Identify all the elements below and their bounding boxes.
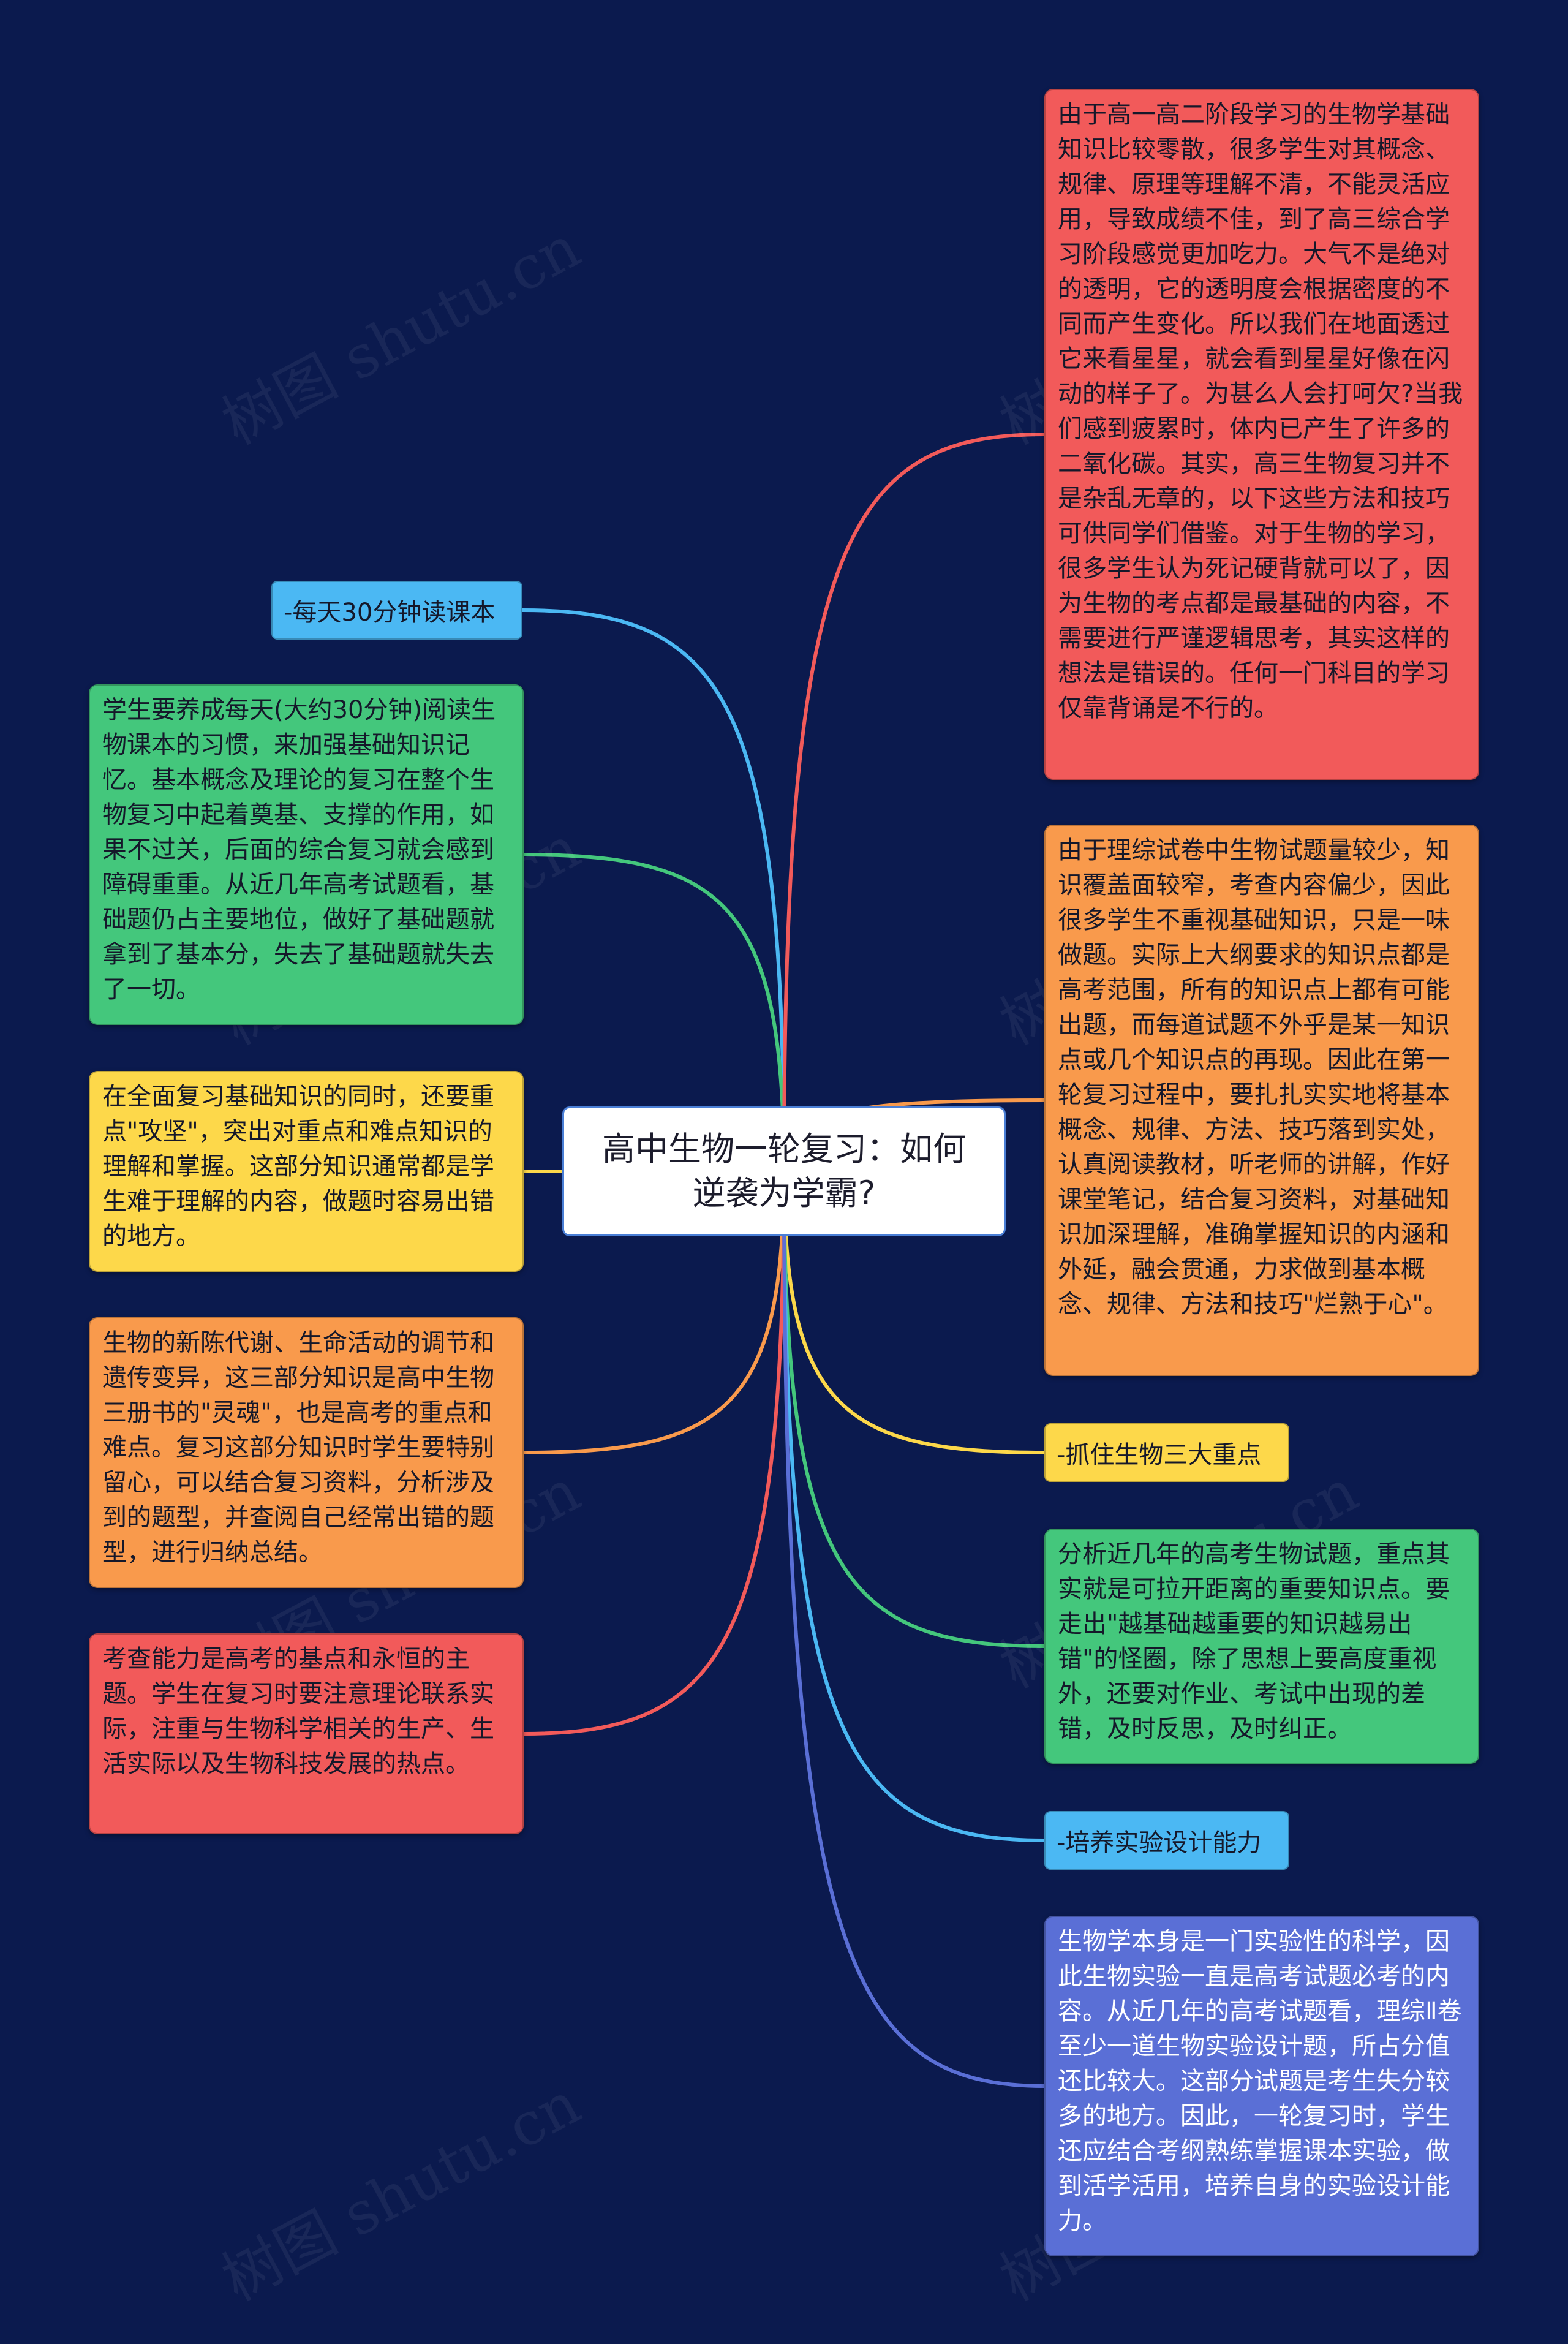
node-exam-analysis[interactable]: 分析近几年的高考生物试题，重点其实就是可拉开距离的重要知识点。要走出"越基础越重… xyxy=(1044,1529,1479,1764)
connector-r1 xyxy=(782,433,1046,1173)
node-three-core-topics[interactable]: 生物的新陈代谢、生命活动的调节和遗传变异，这三部分知识是高中生物三册书的"灵魂"… xyxy=(89,1317,524,1588)
central-topic[interactable]: 高中生物一轮复习：如何逆袭为学霸? xyxy=(562,1106,1006,1236)
connector-r5 xyxy=(782,1170,1046,1842)
node-three-core-topics-text: 生物的新陈代谢、生命活动的调节和遗传变异，这三部分知识是高中生物三册书的"灵魂"… xyxy=(102,1329,494,1567)
branch-three-key-points-text: -抓住生物三大重点 xyxy=(1057,1441,1262,1469)
node-ability-assessment-text: 考查能力是高考的基点和永恒的主题。学生在复习时要注意理论联系实际，注重与生物科学… xyxy=(102,1645,494,1778)
branch-three-key-points[interactable]: -抓住生物三大重点 xyxy=(1044,1423,1289,1482)
node-experiment-skills-text: 生物学本身是一门实验性的科学，因此生物实验一直是高考试题必考的内容。从近几年的高… xyxy=(1058,1927,1462,2235)
node-key-difficult-points[interactable]: 在全面复习基础知识的同时，还要重点"攻坚"，突出对重点和难点知识的理解和掌握。这… xyxy=(89,1071,524,1272)
connector-l4 xyxy=(522,1170,786,1454)
connector-l1 xyxy=(521,608,786,1173)
node-exam-analysis-text: 分析近几年的高考生物试题，重点其实就是可拉开距离的重要知识点。要走出"越基础越重… xyxy=(1058,1540,1450,1743)
central-topic-text: 高中生物一轮复习：如何逆袭为学霸? xyxy=(602,1130,966,1212)
branch-experiment-design[interactable]: -培养实验设计能力 xyxy=(1044,1811,1289,1870)
branch-daily-reading[interactable]: -每天30分钟读课本 xyxy=(271,581,522,640)
connector-r3 xyxy=(782,1170,1046,1454)
connector-r4 xyxy=(782,1170,1046,1648)
node-review-intro-text: 由于高一高二阶段学习的生物学基础知识比较零散，很多学生对其概念、规律、原理等理解… xyxy=(1058,100,1463,722)
node-experiment-skills[interactable]: 生物学本身是一门实验性的科学，因此生物实验一直是高考试题必考的内容。从近几年的高… xyxy=(1044,1916,1479,2256)
connector-r6 xyxy=(782,1170,1046,2088)
connector-l5 xyxy=(522,1170,786,1736)
node-basic-knowledge-text: 由于理综试卷中生物试题量较少，知识覆盖面较窄，考查内容偏少，因此很多学生不重视基… xyxy=(1058,836,1450,1318)
branch-daily-reading-text: -每天30分钟读课本 xyxy=(284,599,496,627)
node-ability-assessment[interactable]: 考查能力是高考的基点和永恒的主题。学生在复习时要注意理论联系实际，注重与生物科学… xyxy=(89,1633,524,1834)
branch-experiment-design-text: -培养实验设计能力 xyxy=(1057,1829,1262,1857)
node-textbook-habit-text: 学生要养成每天(大约30分钟)阅读生物课本的习惯，来加强基础知识记忆。基本概念及… xyxy=(102,696,496,1004)
node-review-intro[interactable]: 由于高一高二阶段学习的生物学基础知识比较零散，很多学生对其概念、规律、原理等理解… xyxy=(1044,89,1479,780)
connector-l2 xyxy=(522,853,786,1173)
node-basic-knowledge[interactable]: 由于理综试卷中生物试题量较少，知识覆盖面较窄，考查内容偏少，因此很多学生不重视基… xyxy=(1044,825,1479,1376)
node-textbook-habit[interactable]: 学生要养成每天(大约30分钟)阅读生物课本的习惯，来加强基础知识记忆。基本概念及… xyxy=(89,684,524,1025)
node-key-difficult-points-text: 在全面复习基础知识的同时，还要重点"攻坚"，突出对重点和难点知识的理解和掌握。这… xyxy=(102,1083,494,1250)
